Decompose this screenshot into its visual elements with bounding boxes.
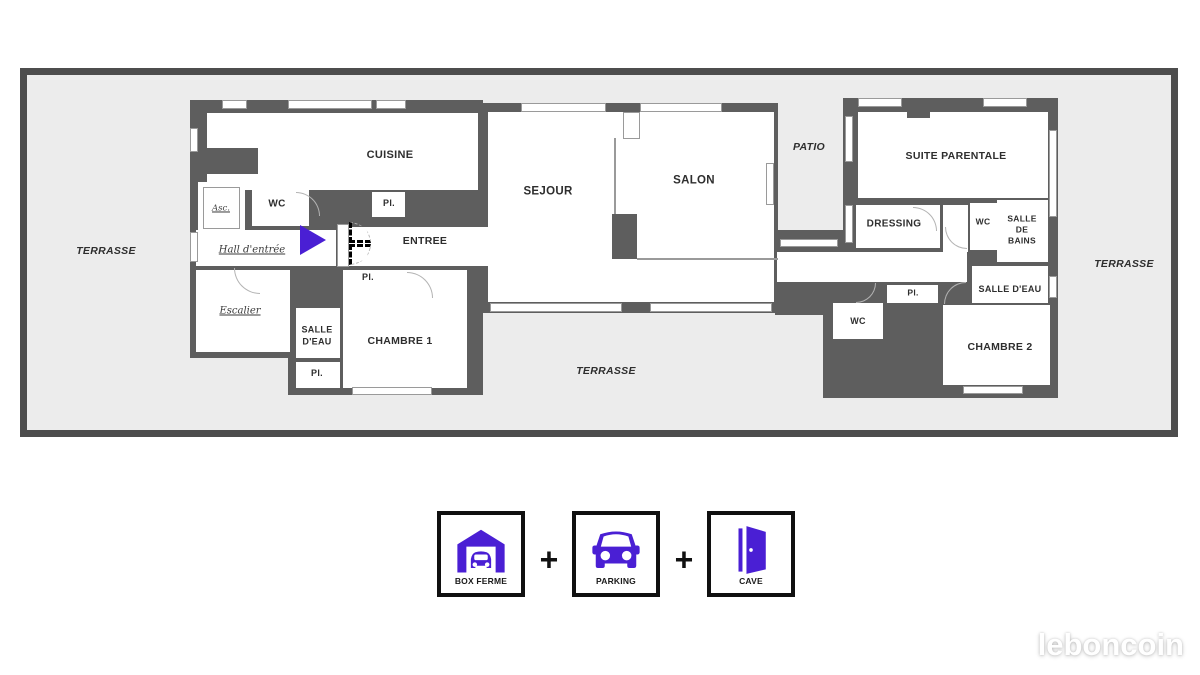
amenity-label: CAVE: [739, 576, 763, 586]
leboncoin-watermark: leboncoin: [1037, 627, 1184, 662]
car-icon: [592, 531, 640, 568]
amenity-parking: PARKING: [572, 511, 660, 597]
chambre2-label: CHAMBRE 2: [967, 341, 1033, 354]
amenity-label: PARKING: [596, 576, 636, 586]
pl-gauche-label: Pl.: [311, 368, 323, 379]
room-pl-gauche: [296, 362, 340, 388]
sejour-label: SEJOUR: [523, 185, 573, 198]
cuisine-label: CUISINE: [366, 148, 414, 161]
entrance-arrow-icon: [300, 225, 326, 255]
window: [845, 205, 853, 243]
window: [845, 116, 853, 162]
hall-entree-label: Hall d'entrée: [218, 244, 286, 256]
plus-sign: +: [674, 541, 694, 578]
amenity-label: BOX FERME: [454, 576, 508, 586]
room-salle-eau-gauche: [296, 308, 340, 358]
pl-entree-label: Pl.: [362, 272, 374, 283]
window: [490, 303, 622, 312]
window: [780, 239, 838, 247]
room-chambre2: [943, 305, 1050, 385]
window: [521, 103, 606, 112]
amenity-box-ferme: BOX FERME: [437, 511, 525, 597]
room-entree: [349, 227, 488, 266]
window: [190, 232, 198, 262]
salle-eau-droite-label: SALLE D'EAU: [978, 284, 1042, 295]
terrace-bottom-label: TERRASSE: [576, 365, 636, 378]
suite-parentale-label: SUITE PARENTALE: [905, 150, 1007, 163]
patio-label: PATIO: [792, 141, 826, 154]
flue-recess: [623, 112, 640, 139]
window: [858, 98, 902, 107]
partition-line: [637, 258, 778, 260]
dressing-label: DRESSING: [866, 218, 922, 230]
window: [983, 98, 1027, 107]
room-salle-de-bains: [997, 200, 1048, 262]
corridor: [777, 252, 967, 282]
plus-sign: +: [539, 541, 559, 578]
room-wc-droit: [833, 303, 883, 339]
window: [222, 100, 247, 109]
terrace-left-label: TERRASSE: [76, 245, 136, 258]
amenity-cave: CAVE: [707, 511, 795, 597]
salle-eau-gauche-label: SALLE D'EAU: [301, 324, 333, 346]
partition-line: [614, 138, 616, 214]
glazed-double-door: [337, 224, 349, 267]
salle-de-bains-label: SALLE DE BAINS: [1007, 213, 1037, 246]
room-sejour-salon: [488, 112, 774, 302]
window: [1049, 130, 1057, 217]
window: [766, 163, 774, 205]
salon-label: SALON: [673, 174, 715, 187]
room-suite-parentale: [858, 112, 1048, 198]
room-wc-suite: [970, 203, 997, 250]
room-chambre1: [343, 270, 467, 388]
window: [352, 387, 432, 395]
entree-label: ENTREE: [402, 235, 448, 248]
room-pl-cuisine: [372, 192, 405, 217]
room-salle-eau-droite: [972, 266, 1048, 303]
window: [376, 100, 406, 109]
window: [963, 386, 1023, 394]
wc-suite-label: WC: [975, 216, 991, 227]
chimney-block: [612, 214, 637, 259]
elevator-car: [203, 187, 240, 229]
wall: [203, 148, 258, 174]
door-icon: [738, 526, 766, 574]
wc-hall-label: WC: [268, 198, 286, 210]
pl-cuisine-label: Pl.: [383, 198, 395, 209]
wall: [907, 108, 930, 118]
room-pl-droite: [887, 285, 938, 303]
window: [650, 303, 772, 312]
wc-droit-label: WC: [850, 316, 866, 327]
window: [1049, 276, 1057, 298]
window: [640, 103, 722, 112]
pl-droite-label: Pl.: [907, 287, 919, 298]
terrace-right-label: TERRASSE: [1094, 258, 1154, 271]
chambre1-label: CHAMBRE 1: [367, 335, 433, 348]
escalier-label: Escalier: [219, 305, 261, 317]
window: [190, 128, 198, 152]
ascenseur-label: Asc.: [212, 203, 230, 214]
window: [288, 100, 372, 109]
garage-icon: [457, 529, 505, 573]
